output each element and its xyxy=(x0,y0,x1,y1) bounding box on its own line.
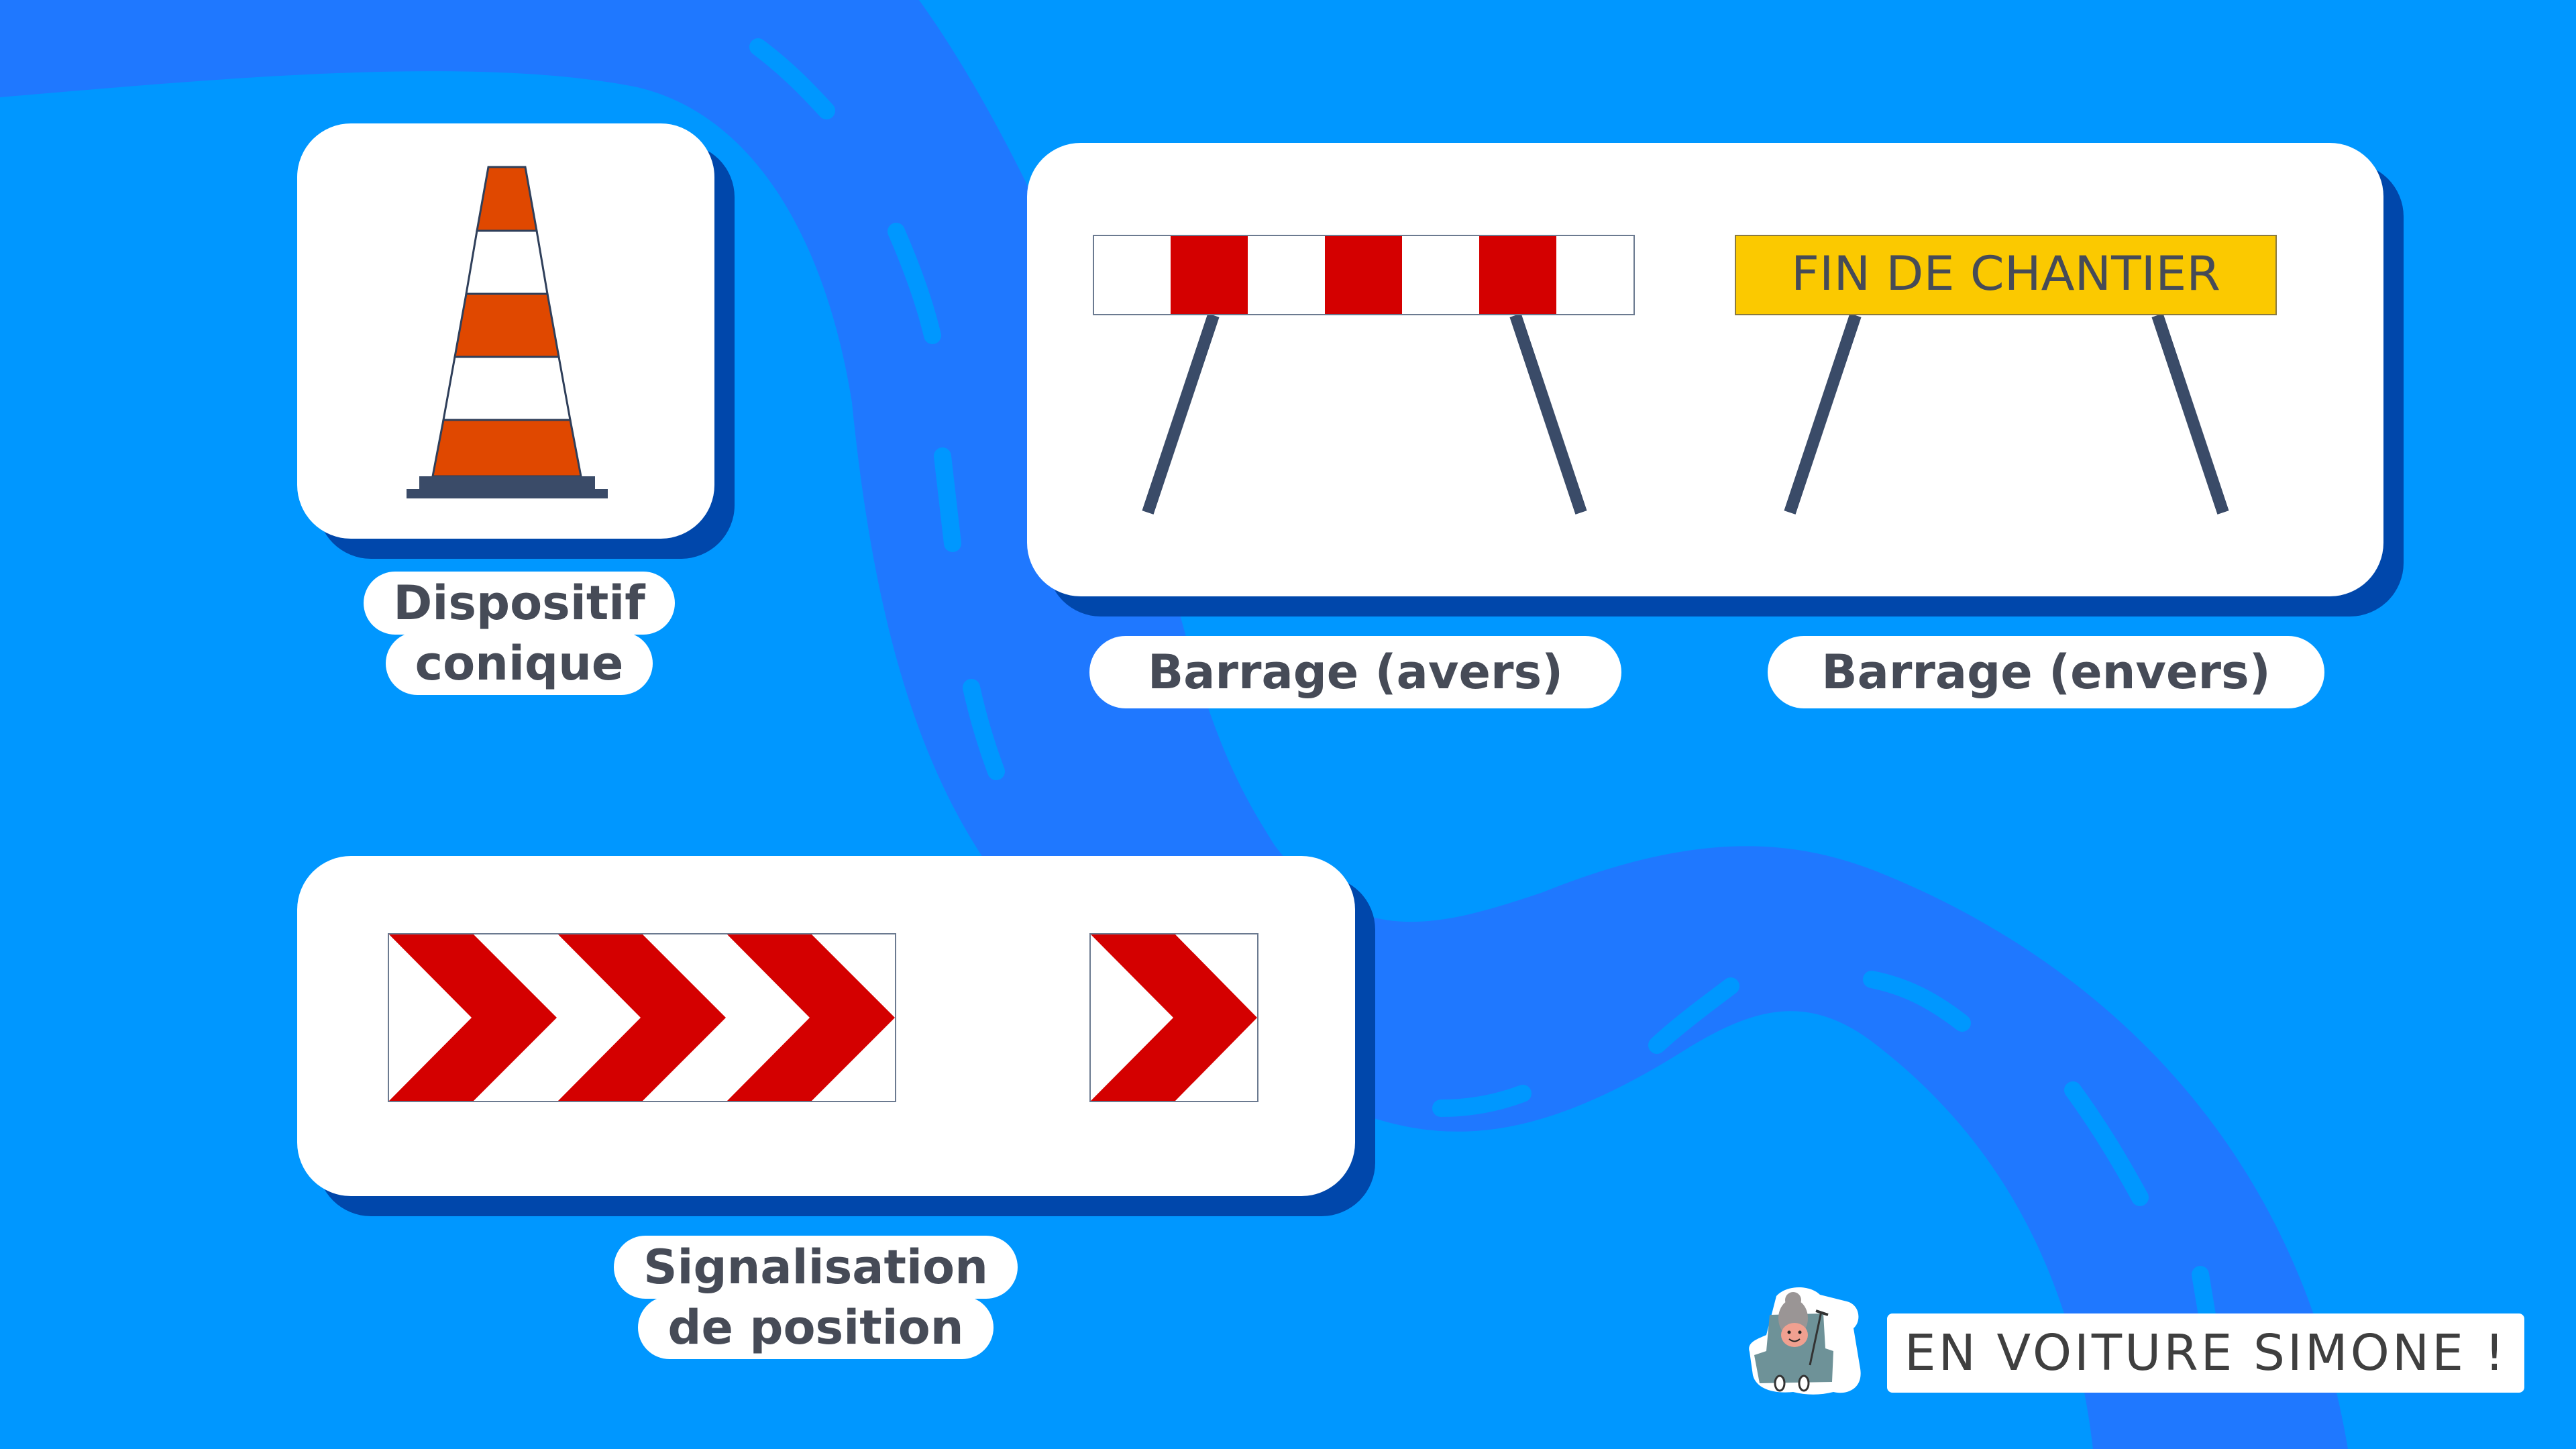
cone-label-line-1: Dispositif xyxy=(364,572,675,635)
cone-label-line-2: conique xyxy=(385,632,653,695)
brand-logo: EN VOITURE SIMONE ! xyxy=(1746,1281,2530,1397)
chevron-sign-large xyxy=(388,933,896,1102)
chevron-signs-icon xyxy=(388,933,1258,1102)
position-signal-label: Signalisation de position xyxy=(604,1236,1028,1359)
road-shape xyxy=(0,0,2348,1449)
chevron-sign-small xyxy=(1089,933,1258,1102)
car-with-grandma-icon xyxy=(1749,1287,1861,1395)
barrier-back-label: Barrage (envers) xyxy=(1768,636,2324,708)
barrier-front-label-text: Barrage (avers) xyxy=(1147,645,1564,700)
barrier-card: FIN DE CHANTIER xyxy=(1027,143,2383,596)
barrier-back-label-text: Barrage (envers) xyxy=(1821,645,2271,700)
cone-label: Dispositif conique xyxy=(349,572,690,695)
sign-text: FIN DE CHANTIER xyxy=(1791,246,2220,301)
barrier-front-label: Barrage (avers) xyxy=(1089,636,1621,708)
position-signal-label-line-2: de position xyxy=(638,1296,994,1359)
cone-card xyxy=(297,123,714,539)
barrier-end-of-works-icon: FIN DE CHANTIER xyxy=(1735,235,2277,515)
traffic-cone-icon xyxy=(407,166,608,498)
position-signal-card xyxy=(297,856,1355,1196)
barrier-red-white-icon xyxy=(1093,235,1635,515)
road-dashes xyxy=(749,38,2219,1344)
brand-logo-text: EN VOITURE SIMONE ! xyxy=(1887,1313,2524,1393)
position-signal-label-line-1: Signalisation xyxy=(614,1236,1018,1299)
